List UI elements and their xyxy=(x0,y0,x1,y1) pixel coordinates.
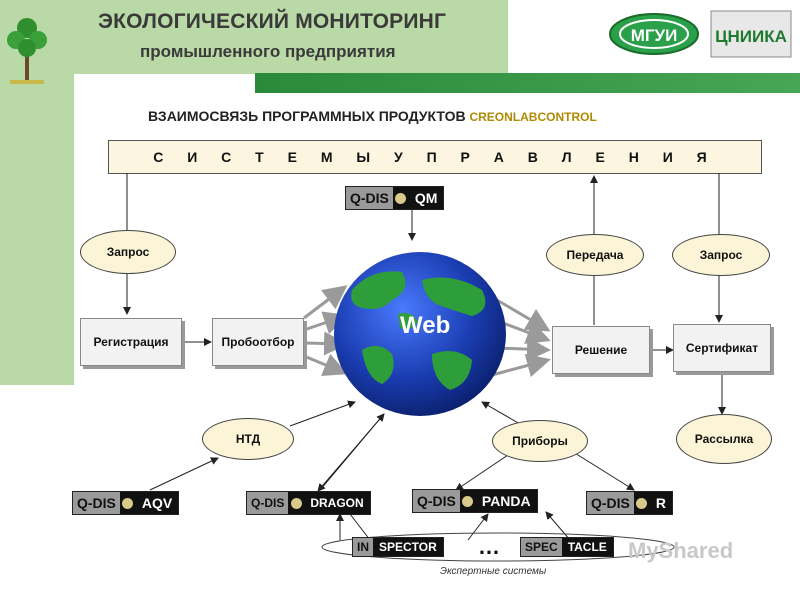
spectacle-logo: SPEC TACLE xyxy=(520,537,614,557)
mgui-logo: МГУИ xyxy=(609,13,699,55)
qdis-panda-logo: Q-DIS PANDA xyxy=(412,489,538,513)
svg-text:ЦНИИКА: ЦНИИКА xyxy=(715,27,787,46)
control-systems-box: С И С Т Е М Ы У П Р А В Л Е Н И Я xyxy=(108,140,762,174)
page-subtitle: промышленного предприятия xyxy=(140,42,396,61)
qdis-r-logo: Q-DIS R xyxy=(586,491,674,515)
pribory-node: Приборы xyxy=(492,420,588,462)
qdis-aqv-logo: Q-DIS AQV xyxy=(72,491,180,515)
web-globe xyxy=(334,252,506,416)
more-ellipsis: … xyxy=(478,534,500,559)
tsniika-logo: ЦНИИКА xyxy=(710,10,792,58)
expert-systems-label: Экспертные системы xyxy=(440,566,547,577)
registration-box: Регистрация xyxy=(80,318,182,366)
tree-icon xyxy=(7,18,47,84)
svg-text:МГУИ: МГУИ xyxy=(631,26,678,45)
sertifikat-box: Сертификат xyxy=(673,324,771,372)
reshenie-box: Решение xyxy=(552,326,650,374)
heading-main: ВЗАИМОСВЯЗЬ ПРОГРАММНЫХ ПРОДУКТОВ xyxy=(148,108,466,124)
inspector-logo: IN SPECTOR xyxy=(352,537,444,557)
web-label: Web xyxy=(400,312,451,339)
top-green-panel xyxy=(0,0,508,74)
ntd-node: НТД xyxy=(202,418,294,460)
probootbor-box: Пробоотбор xyxy=(212,318,304,366)
peredacha-node: Передача xyxy=(546,234,644,276)
zapros-right-node: Запрос xyxy=(672,234,770,276)
qdis-qm-logo: Q-DIS QM xyxy=(345,186,445,210)
qdis-dragon-logo: Q-DIS DRAGON xyxy=(246,491,371,515)
rassylka-node: Рассылка xyxy=(676,414,772,464)
watermark: MyShared xyxy=(628,538,734,563)
diagram-heading: ВЗАИМОСВЯЗЬ ПРОГРАММНЫХ ПРОДУКТОВ CREONL… xyxy=(148,108,597,124)
header-green-bar xyxy=(255,73,800,93)
page-title: ЭКОЛОГИЧЕСКИЙ МОНИТОРИНГ xyxy=(98,10,447,33)
heading-accent: CREONLABCONTROL xyxy=(469,110,597,124)
zapros-left-node: Запрос xyxy=(80,230,176,274)
